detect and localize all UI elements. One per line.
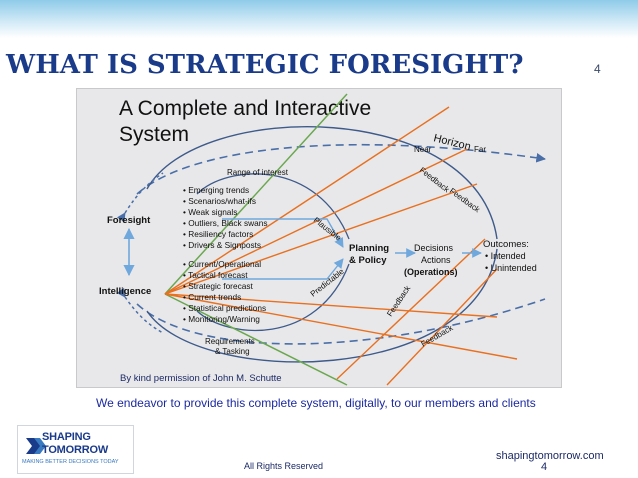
horizon-dash-top: [136, 143, 546, 195]
near-label: Near: [414, 145, 432, 154]
orange-line-3: [164, 183, 478, 295]
logo-line-2: TOMORROW: [42, 444, 109, 456]
orange-line-6: [336, 238, 486, 380]
top-band: [0, 0, 638, 38]
system-diagram: A Complete and Interactive System Horizo…: [99, 93, 546, 386]
orange-line-4: [164, 293, 498, 318]
subcaption: We endeavor to provide this complete sys…: [96, 396, 536, 410]
page-title: WHAT IS STRATEGIC FORESIGHT?: [6, 50, 524, 80]
foresight-item: • Scenarios/what-ifs: [183, 196, 256, 206]
decisions-label: Decisions: [414, 243, 454, 253]
loop-arrow-bottom: [116, 287, 164, 334]
slide-number: 4: [594, 62, 601, 76]
outcome-item: • Unintended: [485, 263, 537, 273]
horizon-dash-bottom: [136, 298, 546, 345]
intelligence-item: • Strategic forecast: [183, 281, 253, 291]
orange-line-2: [164, 148, 468, 295]
title-bar: [0, 38, 638, 88]
intelligence-item: • Monitoring/Warning: [183, 314, 260, 324]
foresight-item: • Drivers & Signposts: [183, 240, 261, 250]
shaping-tomorrow-logo: SHAPING TOMORROW MAKING BETTER DECISIONS…: [17, 425, 134, 474]
diagram-title-1: A Complete and Interactive: [119, 97, 371, 120]
planning-label-2: & Policy: [349, 255, 387, 266]
website-link[interactable]: shapingtomorrow.com: [496, 450, 604, 462]
range-label: Range of interest: [227, 168, 289, 177]
foresight-list: • Emerging trends • Scenarios/what-ifs •…: [183, 185, 268, 250]
outer-loop-top: [146, 126, 498, 240]
foresight-label: Foresight: [107, 215, 151, 226]
green-line-down: [164, 293, 348, 386]
feedback-label-bottom-1: Feedback: [385, 283, 413, 318]
intelligence-item: • Tactical forecast: [183, 270, 248, 280]
logo-tagline: MAKING BETTER DECISIONS TODAY: [22, 459, 119, 465]
orange-line-5: [164, 293, 518, 360]
actions-label: Actions: [421, 255, 451, 265]
intelligence-list: • Current/Operational • Tactical forecas…: [183, 259, 266, 324]
intelligence-item: • Current/Operational: [183, 259, 261, 269]
orange-line-1: [164, 106, 450, 295]
requirements-label-2: & Tasking: [215, 347, 250, 356]
permission-caption: By kind permission of John M. Schutte: [120, 373, 282, 384]
feedback-label-top-1: Feedback: [418, 165, 452, 194]
outcomes-label: Outcomes:: [483, 239, 529, 250]
foresight-arrow: [222, 218, 344, 248]
intelligence-label: Intelligence: [99, 286, 151, 297]
foresight-item: • Weak signals: [183, 207, 237, 217]
foresight-item: • Emerging trends: [183, 185, 249, 195]
intelligence-arrow: [222, 258, 344, 280]
diagram-title-2: System: [119, 123, 189, 146]
intelligence-item: • Current trends: [183, 292, 241, 302]
inner-loop-bottom: [196, 263, 350, 332]
planning-label-1: Planning: [349, 243, 389, 254]
intelligence-item: • Statistical predictions: [183, 303, 266, 313]
requirements-label-1: Requirements: [205, 337, 255, 346]
foresight-item: • Resiliency factors: [183, 229, 253, 239]
logo-line-1: SHAPING: [42, 431, 91, 443]
green-line-up: [164, 93, 348, 295]
footer-slide-number: 4: [541, 461, 548, 473]
operations-label: (Operations): [404, 267, 458, 277]
logo-arrow-icon: [26, 438, 46, 454]
horizon-label: Horizon: [432, 132, 472, 153]
orange-line-7: [386, 268, 498, 386]
far-label: Far: [474, 145, 486, 154]
loop-arrow-top: [116, 172, 164, 223]
outer-loop-bottom: [146, 248, 498, 363]
outcome-item: • Intended: [485, 251, 526, 261]
rights-notice: All Rights Reserved: [244, 461, 324, 471]
foresight-item: • Outliers, Black swans: [183, 218, 268, 228]
diagram-figure: A Complete and Interactive System Horizo…: [76, 88, 562, 388]
